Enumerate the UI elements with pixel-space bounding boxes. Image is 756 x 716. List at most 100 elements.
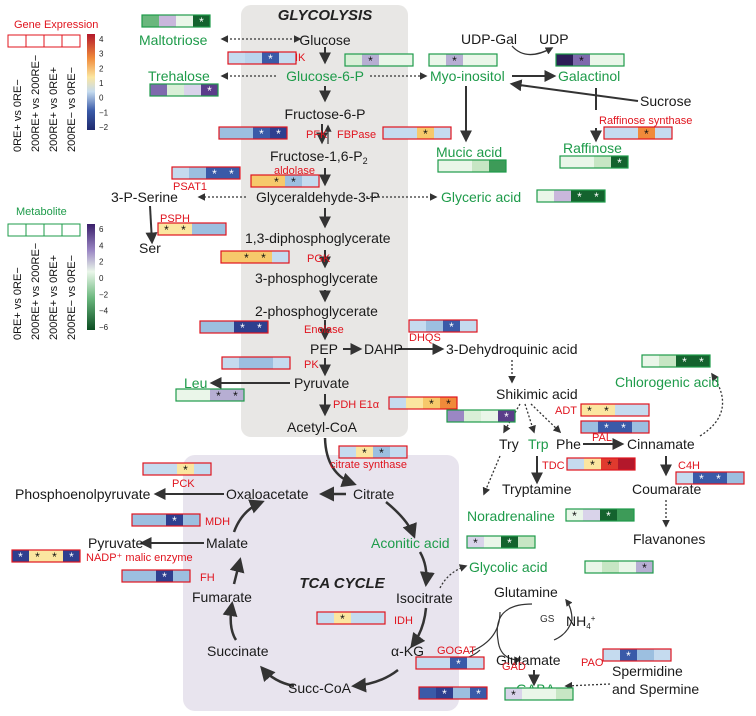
hm-idh-cell-1 <box>317 612 334 624</box>
hm-adt-border <box>580 403 650 417</box>
hm-myoinositol: * <box>428 53 498 68</box>
hm-myoinositol-cell-3 <box>463 54 480 66</box>
label-alpha-kg: α-KG <box>391 643 424 659</box>
hm-psph-star-2: * <box>181 223 186 237</box>
hm-raffinose-cell-4 <box>611 156 628 168</box>
hm-gad: ** <box>418 686 488 701</box>
hm-hk-cell-1 <box>228 52 245 64</box>
heatmaps: * * * * * * ** * * * ** ** ** ** ** ** *… <box>11 14 745 702</box>
hm-pao-cell-4 <box>654 649 671 661</box>
hm-psat1-star-4: * <box>229 167 234 181</box>
hm-fbpase-cell-4 <box>434 127 451 139</box>
gene-ticks-label-1: 4 <box>99 35 104 44</box>
hm-mucic-cell-2 <box>455 160 472 172</box>
hm-psph: ** <box>157 222 227 237</box>
hm-pfk-cell-4 <box>270 127 287 139</box>
hm-nadp-me-cell-4 <box>63 550 80 562</box>
hm-tdc-cell-3 <box>601 458 618 470</box>
enzyme-enolase: Enolase <box>304 324 344 336</box>
hm-raffinose-synthase-cell-3 <box>638 127 655 139</box>
hm-gad-star-4: * <box>476 687 481 701</box>
hm-pgk-border <box>220 250 290 264</box>
label-fructose-6-p: Fructose-6-P <box>285 106 366 122</box>
hm-fbpase-cell-1 <box>383 127 400 139</box>
hm-psat1-cell-1 <box>172 167 189 179</box>
enzyme-dhqs: DHQS <box>409 332 441 344</box>
hm-leu-cell-1 <box>176 389 193 401</box>
enzyme-citrate-synthase: citrate synthase <box>330 459 407 471</box>
label-citrate: Citrate <box>353 486 394 502</box>
hm-maltotriose-star-4: * <box>199 15 204 29</box>
label-galactinol: Galactinol <box>558 68 620 84</box>
gene-ticks-label-6: −1 <box>99 108 109 117</box>
hm-adt-cell-2 <box>598 404 615 416</box>
hm-gaba-cell-2 <box>522 688 539 700</box>
hm-raffinose-cell-2 <box>577 156 594 168</box>
hm-psat1-star-3: * <box>212 167 217 181</box>
hm-adt-cell-4 <box>632 404 649 416</box>
hm-adt2-star-2: * <box>604 421 609 435</box>
gene-legend-comp-2: 200RE+ vs 200RE− <box>30 55 42 152</box>
label-phe: Phe <box>556 436 581 452</box>
hm-noradrenaline-star-1: * <box>572 509 577 523</box>
hm-glycolic-border <box>584 560 654 574</box>
hm-pdh-border <box>388 396 458 410</box>
label-mucic-acid: Mucic acid <box>436 144 502 160</box>
hm-leu-star-3: * <box>216 389 221 403</box>
hm-chlorogenic-cell-4 <box>693 355 710 367</box>
hm-glyceric: ** <box>536 189 606 204</box>
hm-aldolase-star-2: * <box>274 175 279 189</box>
met-ticks-label-1: 6 <box>99 225 104 234</box>
hm-aconitic-cell-2 <box>484 536 501 548</box>
hm-tdc-cell-4 <box>618 458 635 470</box>
hm-psat1-cell-3 <box>206 167 223 179</box>
enzyme-idh: IDH <box>394 615 413 627</box>
hm-glyceric-cell-1 <box>537 190 554 202</box>
hm-idh-star-2: * <box>340 612 345 626</box>
gene-color-scale <box>87 34 95 130</box>
hm-pgk-star-2: * <box>244 251 249 265</box>
hm-hk-star-3: * <box>268 52 273 66</box>
label-flavanones: Flavanones <box>633 531 705 547</box>
label-sucrose: Sucrose <box>640 93 692 109</box>
hm-citrate-synthase-star-2: * <box>362 446 367 460</box>
hm-glycolic-cell-2 <box>602 561 619 573</box>
hm-gad-star-2: * <box>442 687 447 701</box>
hm-adt2-cell-4 <box>632 421 649 433</box>
hm-maltotriose-cell-3 <box>176 15 193 27</box>
hm-pfk-cell-1 <box>219 127 236 139</box>
hm-galactinol-cell-3 <box>590 54 607 66</box>
enzyme-pck: PCK <box>172 478 195 490</box>
hm-glucose6p-cell-1 <box>345 54 362 66</box>
hm-pk-cell-1 <box>222 357 239 369</box>
label-noradrenaline: Noradrenaline <box>467 508 555 524</box>
enzyme-pao: PAO <box>581 657 604 669</box>
hm-leu-cell-2 <box>193 389 210 401</box>
gene-ticks-label-5: 0 <box>99 94 104 103</box>
hm-myoinositol-cell-1 <box>429 54 446 66</box>
label-trehalose: Trehalose <box>148 68 210 84</box>
hm-hk-cell-2 <box>245 52 262 64</box>
hm-adt2-cell-3 <box>615 421 632 433</box>
hm-mdh-border <box>131 513 201 527</box>
met-ticks-label-4: 0 <box>99 274 104 283</box>
hm-galactinol-cell-1 <box>556 54 573 66</box>
hm-glyceric-cell-2 <box>554 190 571 202</box>
hm-psph-cell-2 <box>175 223 192 235</box>
label-phosphoenolpyruvate: Phosphoenolpyruvate <box>15 486 151 502</box>
hm-nadp-me-star-4: * <box>69 550 74 564</box>
hm-trehalose-cell-2 <box>167 84 184 96</box>
label-glycolic-acid: Glycolic acid <box>469 559 548 575</box>
hm-shikimic-cell-2 <box>464 410 481 422</box>
hm-shikimic: * <box>446 409 516 424</box>
hm-pdh-cell-2 <box>406 397 423 409</box>
hm-trehalose: * <box>149 83 219 98</box>
hm-gogat-cell-2 <box>433 657 450 669</box>
label-succinate: Succinate <box>207 643 269 659</box>
label-udp-gal: UDP-Gal <box>461 31 517 47</box>
metabolite-legend-comp-2: 200RE+ vs 200RE− <box>30 243 42 340</box>
hm-adt2-cell-2 <box>598 421 615 433</box>
label-pyruvate-tca: Pyruvate <box>88 535 143 551</box>
metabolite-legend-comp-3: 200RE+ vs 0RE+ <box>48 255 60 340</box>
